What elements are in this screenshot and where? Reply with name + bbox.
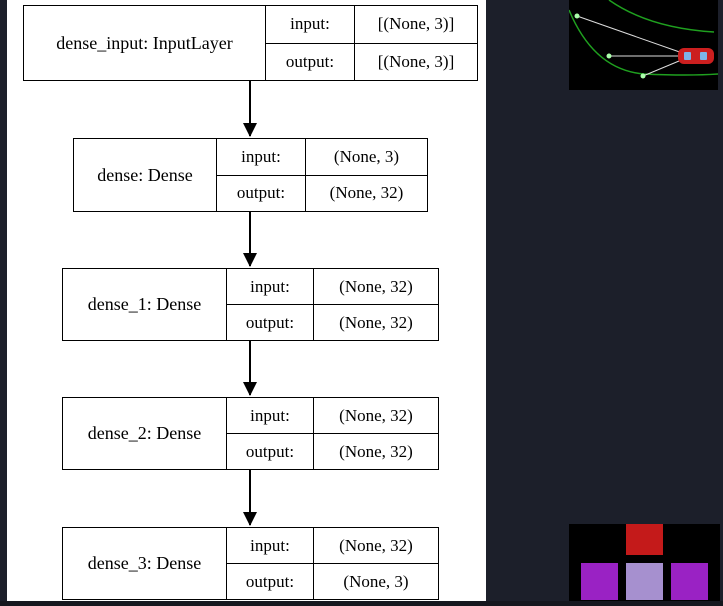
layer-node-dense-1: dense_1: Dense input: (None, 32) output:… — [62, 268, 439, 341]
track-inner-line — [568, 9, 719, 76]
input-key: input: — [227, 528, 314, 563]
layer-node-dense-input: dense_input: InputLayer input: [(None, 3… — [23, 5, 478, 81]
edge-arrow — [243, 80, 257, 137]
window-left-edge — [0, 0, 7, 606]
input-shape: (None, 32) — [339, 405, 413, 425]
input-key: input: — [227, 398, 314, 433]
action-block-top — [626, 524, 663, 555]
action-block-middle — [626, 563, 663, 600]
car-icon — [678, 48, 714, 64]
output-shape: (None, 3) — [343, 571, 409, 591]
output-key: output: — [227, 305, 314, 340]
layer-label: dense_3: Dense — [63, 528, 227, 599]
layer-label: dense_input: InputLayer — [24, 6, 266, 80]
input-shape: (None, 32) — [339, 276, 413, 296]
input-shape: (None, 32) — [339, 535, 413, 555]
sensor-dot — [574, 13, 580, 19]
input-key: input: — [217, 139, 306, 175]
input-key: input: — [266, 6, 355, 43]
output-shape: [(None, 3)] — [377, 51, 455, 71]
output-shape: (None, 32) — [339, 441, 413, 461]
sensor-dot — [606, 53, 612, 59]
model-plot-image: dense_input: InputLayer input: [(None, 3… — [7, 0, 486, 601]
edge-arrow — [243, 211, 257, 267]
input-key: input: — [227, 269, 314, 304]
action-blocks-image — [569, 524, 720, 601]
layer-label: dense: Dense — [74, 139, 217, 211]
window-bottom-edge — [0, 601, 723, 606]
input-shape: [(None, 3)] — [377, 14, 455, 34]
action-block-left — [581, 563, 618, 600]
layer-label: dense_2: Dense — [63, 398, 227, 469]
output-shape: (None, 32) — [329, 183, 404, 203]
action-block-right — [671, 563, 708, 600]
input-shape: (None, 3) — [333, 146, 400, 166]
layer-node-dense-3: dense_3: Dense input: (None, 32) output:… — [62, 527, 439, 600]
sensor-dot — [640, 73, 646, 79]
track-outer-line — [608, 0, 715, 33]
output-key: output: — [266, 43, 355, 80]
track-thumbnail-image — [568, 0, 719, 90]
layer-node-dense: dense: Dense input: (None, 3) output: (N… — [73, 138, 428, 212]
output-key: output: — [227, 434, 314, 469]
edge-arrow — [243, 469, 257, 526]
sensor-ray — [576, 15, 692, 57]
output-key: output: — [217, 175, 306, 211]
track-thumbnail-svg — [568, 0, 719, 79]
output-key: output: — [227, 564, 314, 599]
output-shape: (None, 32) — [339, 312, 413, 332]
layer-label: dense_1: Dense — [63, 269, 227, 340]
edge-arrow — [243, 340, 257, 396]
layer-node-dense-2: dense_2: Dense input: (None, 32) output:… — [62, 397, 439, 470]
